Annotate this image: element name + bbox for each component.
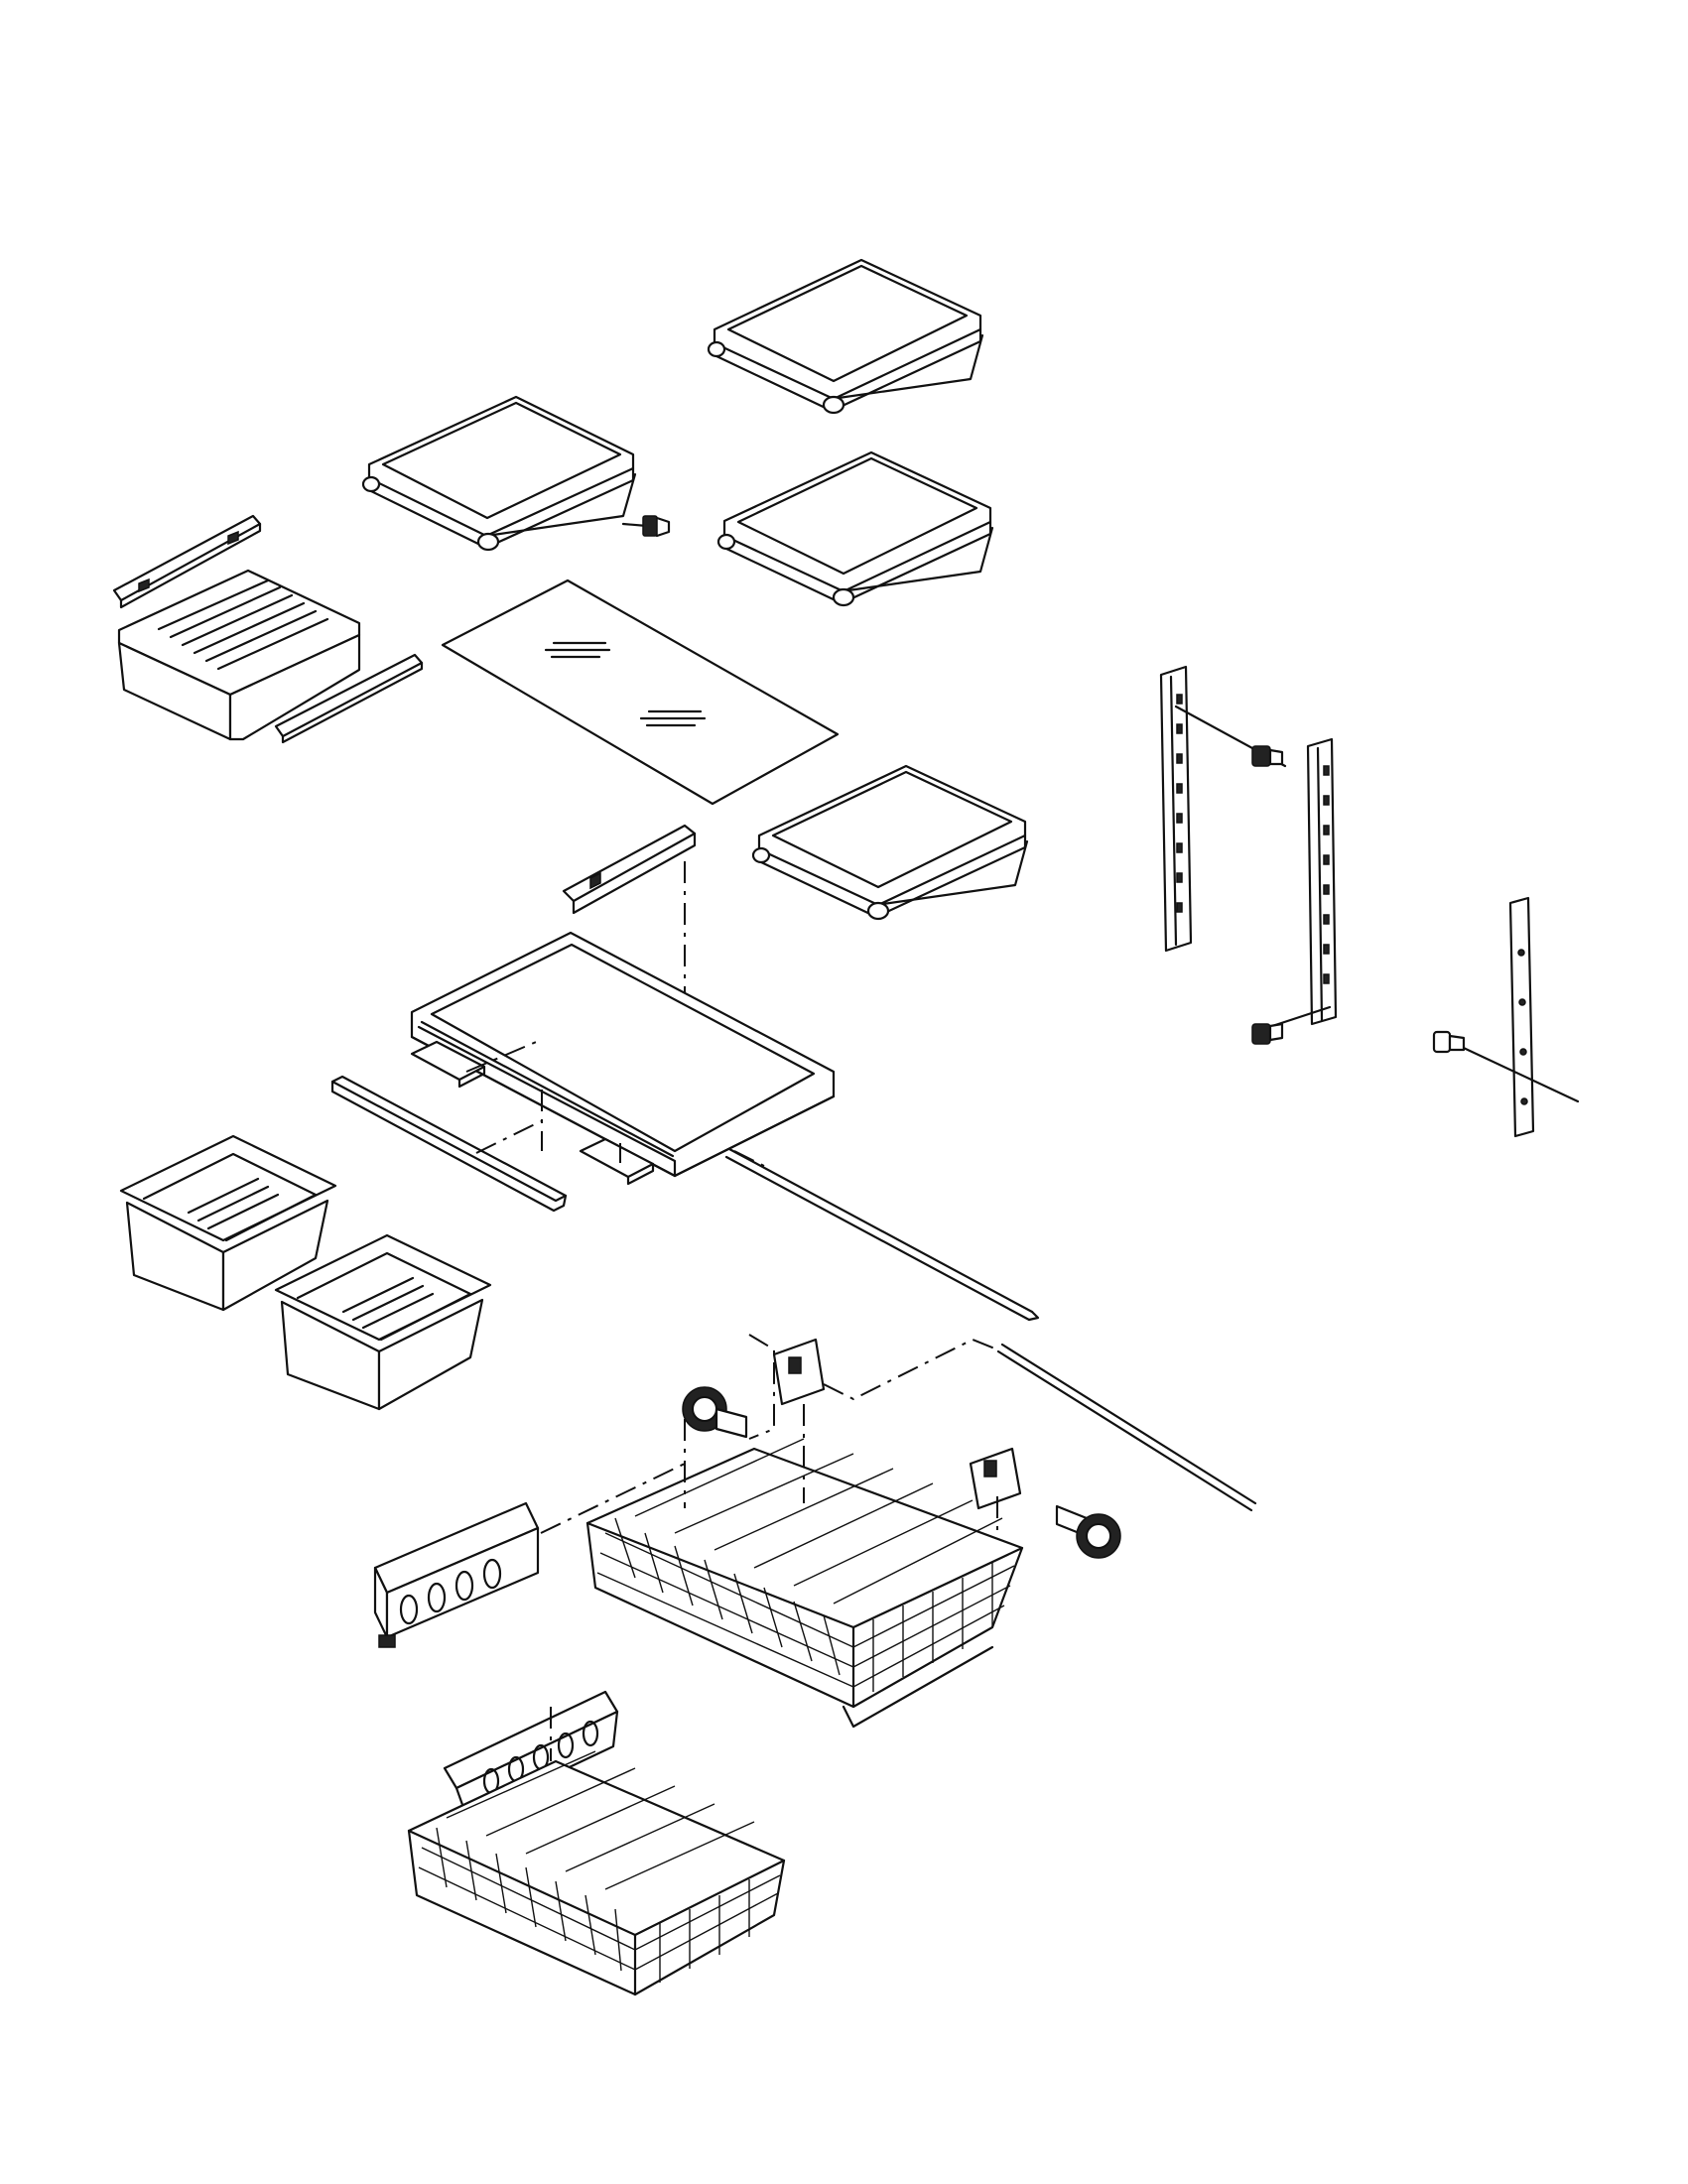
gear-part-32-a: [682, 1386, 748, 1439]
shelf-part-25-a: [361, 395, 637, 552]
gear-part-32-b: [1055, 1504, 1121, 1559]
shelf-part-25-d: [751, 764, 1029, 921]
drawer-part-27: [117, 569, 361, 741]
rail-part-29-b: [274, 653, 424, 744]
screw-part-2-a: [1174, 705, 1287, 768]
rail-part-1-a: [1159, 665, 1193, 953]
crisper-part-15-a: [119, 1134, 337, 1312]
clip-part-10-a: [410, 1040, 486, 1089]
basket-part-16: [585, 1438, 1024, 1729]
tube-part-30: [996, 1343, 1257, 1512]
assembly-lines: [465, 861, 998, 1761]
basket-part-20: [407, 1750, 786, 1996]
bracket-part-31-a: [772, 1338, 826, 1406]
bracket-part-31-b: [969, 1447, 1022, 1510]
divider-part-18: [373, 1501, 540, 1648]
frame-part-8: [410, 931, 836, 1178]
screw-part-6: [621, 515, 671, 538]
shelf-part-25-c: [716, 450, 994, 607]
clip-part-10-b: [579, 1137, 655, 1186]
rail-part-1-b: [1508, 896, 1535, 1138]
crisper-part-15-b: [274, 1233, 492, 1411]
rail-part-3: [1306, 737, 1338, 1026]
screw-part-2-b: [1432, 1030, 1580, 1103]
glass-shelf-part-7: [441, 578, 840, 806]
rail-part-29-a: [112, 514, 262, 609]
screw-part-4: [1251, 1005, 1332, 1045]
rod-part-13: [724, 1147, 1040, 1322]
shelf-part-25-b: [707, 258, 984, 415]
bracket-part-12: [562, 824, 697, 915]
trim-part-14: [330, 1075, 568, 1213]
